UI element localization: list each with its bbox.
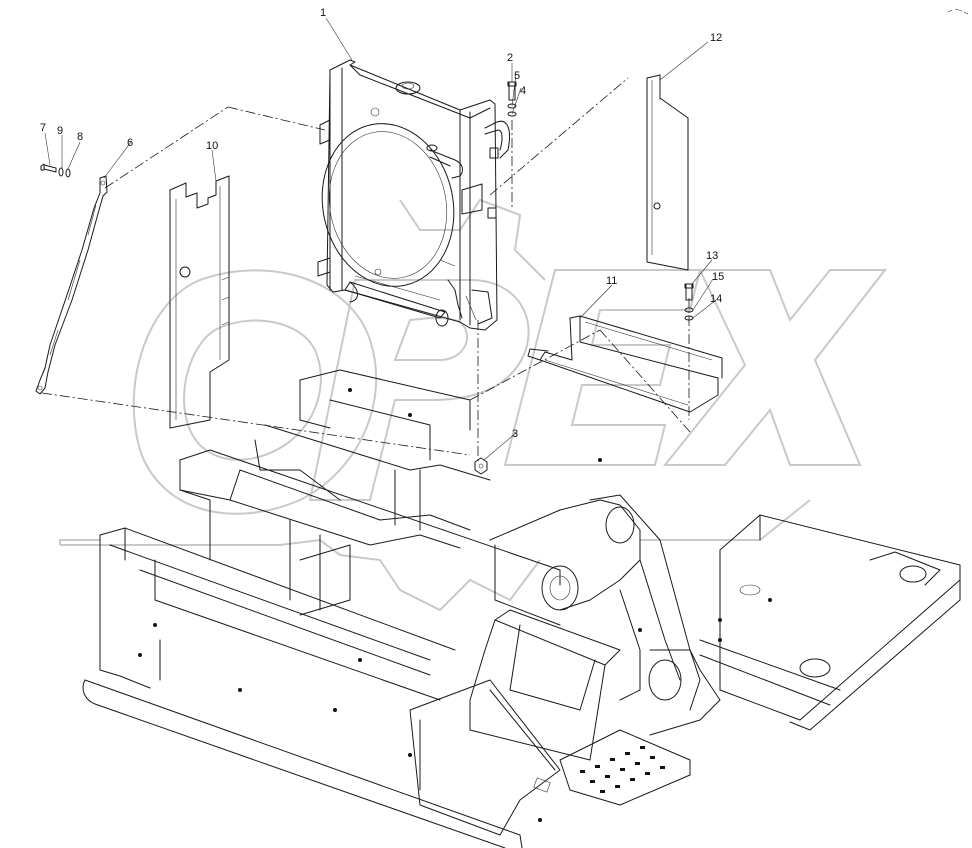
bolt-washer-set-2-4-5	[507, 81, 517, 117]
assembly-center-lines	[41, 77, 691, 462]
callout-4: 4	[520, 85, 526, 97]
callout-1: 1	[320, 7, 326, 19]
callout-3: 3	[512, 428, 518, 440]
right-plate-part-12	[646, 74, 689, 271]
callout-13: 13	[706, 250, 718, 262]
radiator-assembly-part-1	[317, 59, 511, 331]
watermark-letter-x	[662, 269, 888, 466]
watermark-letter-e	[503, 269, 702, 466]
watermark-letter-o	[132, 269, 378, 515]
watermark-gear	[59, 198, 811, 612]
callout-8: 8	[77, 131, 83, 143]
chassis-frame	[82, 369, 961, 848]
callout-10: 10	[206, 140, 218, 152]
callout-labels: 1 2 3 4 5 6 7 8 9 10 11 12 13 14 15	[40, 7, 724, 440]
callout-7: 7	[40, 122, 46, 134]
grate-holes	[580, 746, 665, 793]
watermark	[59, 198, 888, 612]
bolt-washer-set-13-14-15	[684, 283, 694, 321]
callout-15: 15	[712, 271, 724, 283]
callout-9: 9	[57, 125, 63, 137]
bolt-washer-set-7-8-9	[40, 163, 71, 178]
callout-5: 5	[514, 70, 520, 82]
callout-14: 14	[710, 293, 722, 305]
nut-part-3	[474, 457, 488, 475]
bottom-tray-part-11	[527, 315, 723, 413]
callout-12: 12	[710, 32, 722, 44]
callout-leaders	[44, 17, 717, 461]
callout-11: 11	[606, 275, 617, 287]
corner-mark	[947, 8, 969, 15]
callout-2: 2	[507, 52, 513, 64]
left-panel-part-10	[169, 175, 230, 429]
callout-6: 6	[127, 137, 133, 149]
stay-rod-part-6	[35, 175, 108, 395]
